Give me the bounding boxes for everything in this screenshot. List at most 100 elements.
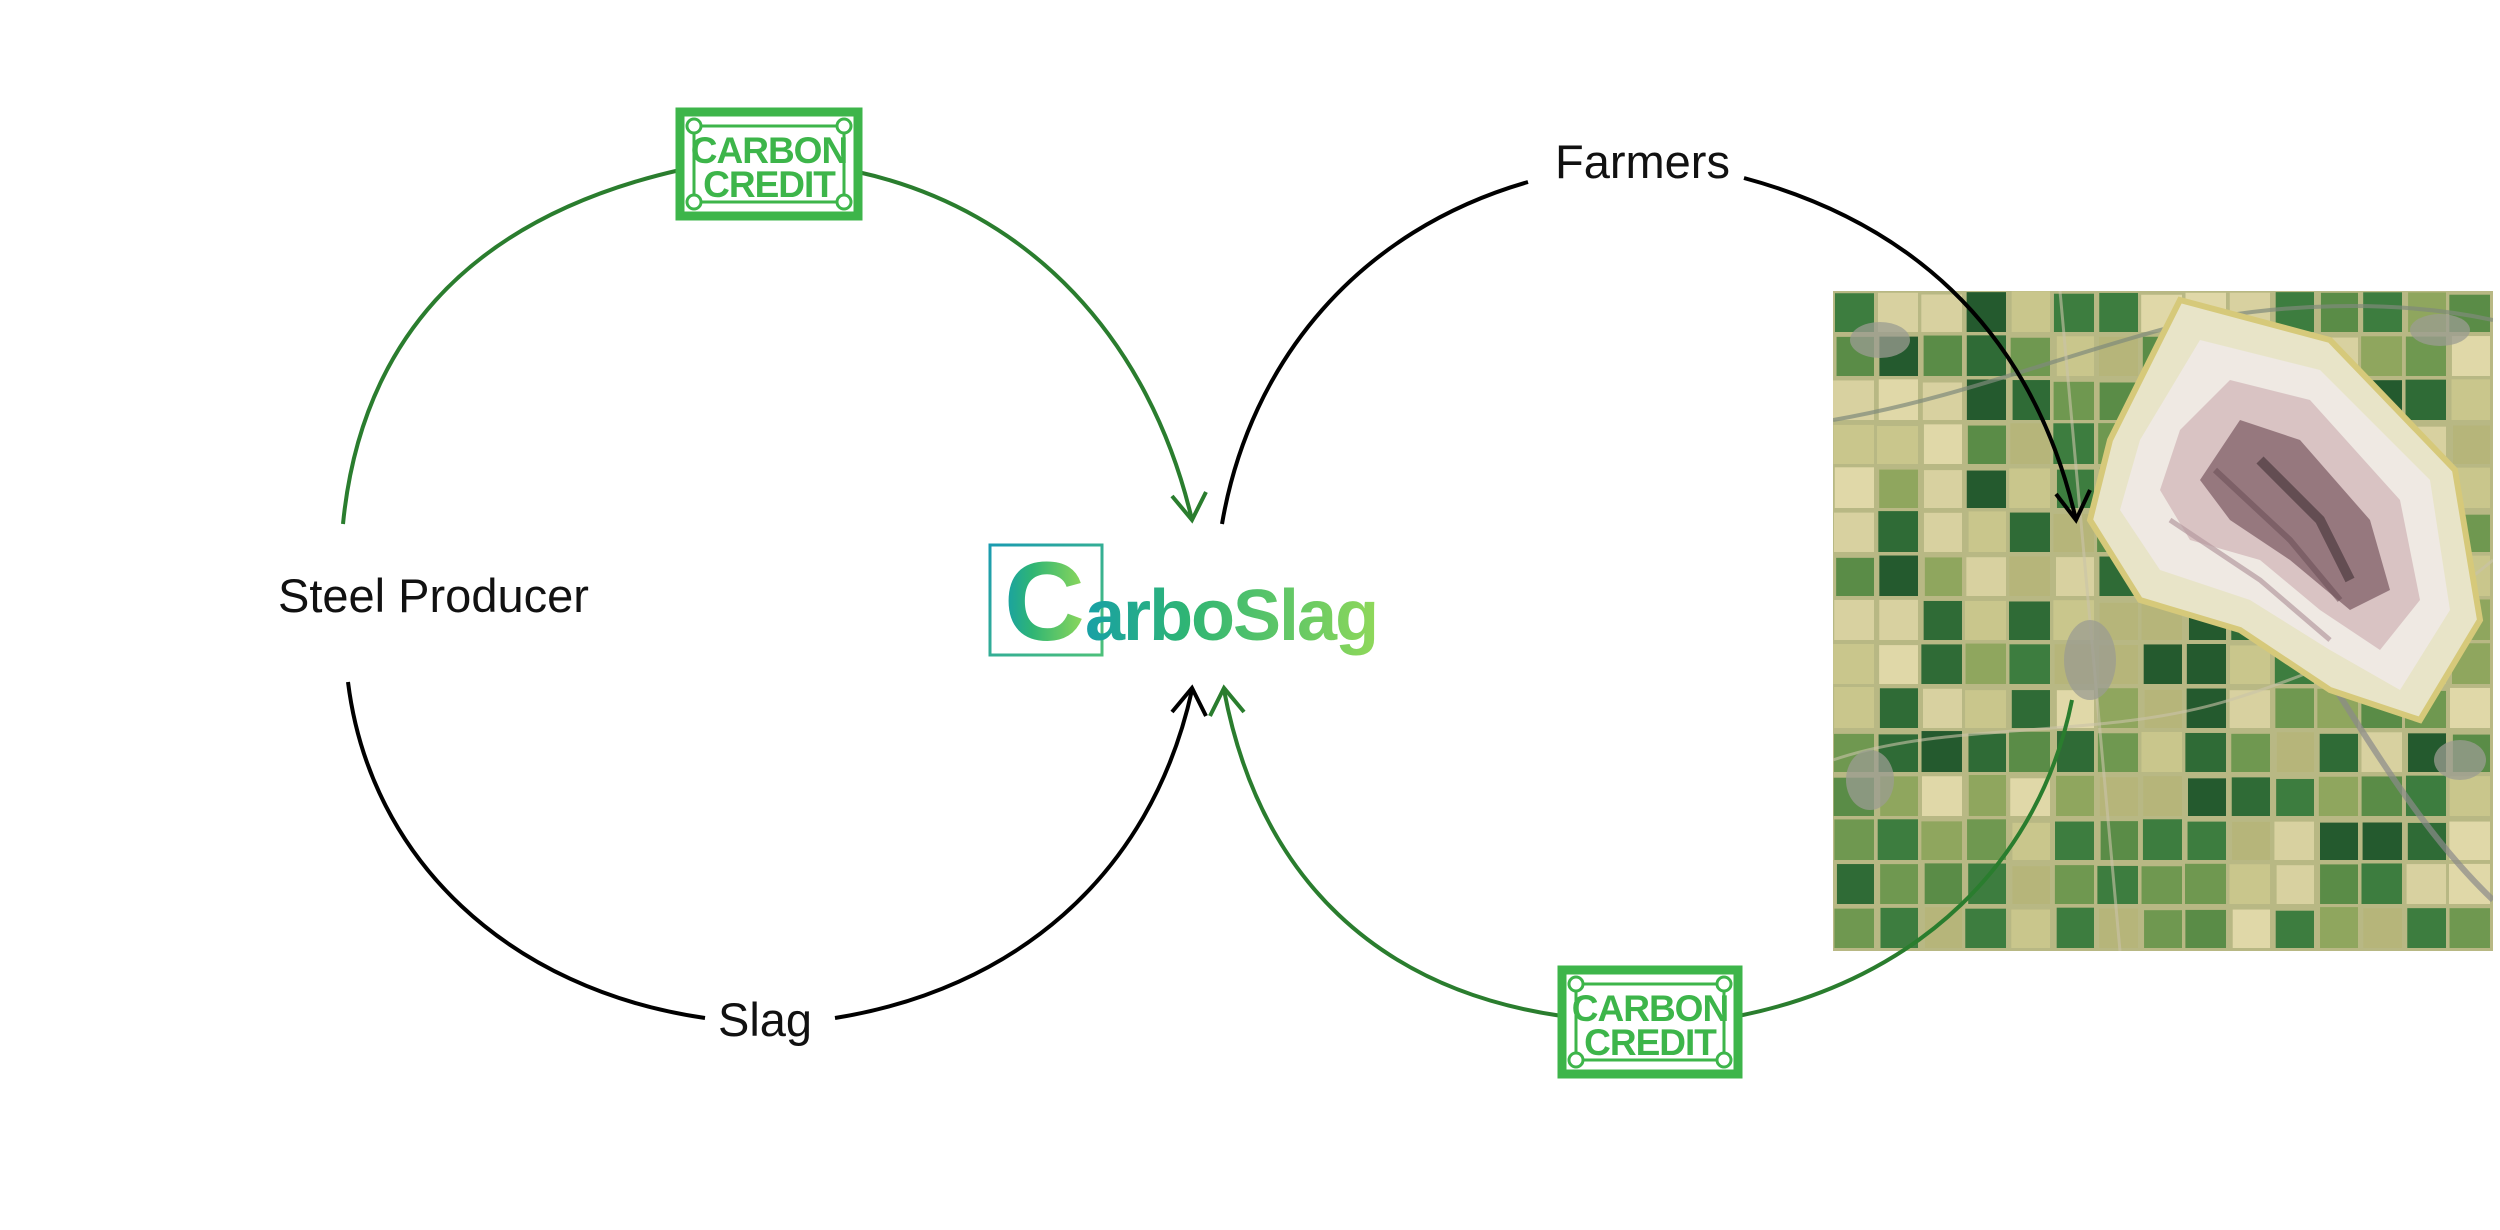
farmers-label: Farmers: [1555, 135, 1730, 188]
farm-field-patch: [1968, 426, 2006, 464]
farm-field-patch: [1834, 687, 1874, 728]
credit-flow-arc-bottom-right-2: [1224, 690, 1562, 1016]
farm-field-patch: [2453, 426, 2490, 464]
farm-field-patch: [2011, 910, 2050, 948]
farm-field-patch: [1968, 734, 2006, 772]
farm-field-patch: [2188, 822, 2226, 860]
credit-flow-arc-top-left-2: [858, 172, 1192, 520]
farm-field-patch: [2320, 734, 2358, 772]
farm-field-patch: [1924, 424, 1962, 464]
farm-field-patch: [2012, 690, 2050, 728]
product-flow-arc-top-right: [1222, 182, 1528, 524]
farm-field-patch: [1877, 426, 1918, 464]
carbon-credit-badge-bottom: CARBON CREDIT: [1562, 970, 1738, 1074]
farm-field-patch: [1833, 644, 1874, 684]
farm-field-patch: [2144, 644, 2182, 684]
farm-field-patch: [2449, 822, 2490, 860]
farm-field-patch: [1834, 600, 1874, 640]
farm-field-patch: [2010, 423, 2050, 464]
farm-field-patch: [2450, 688, 2490, 728]
farm-field-patch: [2449, 864, 2490, 904]
farm-field-patch: [2232, 822, 2270, 860]
farm-field-patch: [2010, 513, 2050, 552]
farm-field-patch: [2009, 468, 2050, 508]
farm-field-patch: [2361, 336, 2402, 376]
farm-field-patch: [2230, 645, 2270, 684]
farm-field-patch: [1966, 557, 2006, 596]
slag-flow-arc-bottom-left: [348, 682, 705, 1018]
farm-field-patch: [1837, 864, 1874, 904]
farm-field-patch: [1924, 601, 1962, 640]
farm-field-patch: [1921, 644, 1962, 684]
farm-field-patch: [1967, 471, 2006, 508]
farm-field-patch: [2097, 866, 2138, 904]
farm-field-patch: [1922, 776, 1962, 816]
farm-field-patch: [2319, 777, 2358, 816]
farm-field-patch: [1835, 467, 1874, 508]
farm-field-patch: [2321, 293, 2358, 332]
steel-producer-label: Steel Producer: [278, 569, 589, 622]
farm-field-patch: [1879, 600, 1918, 640]
farm-field-patch: [1925, 557, 1962, 596]
farm-field-patch: [2141, 732, 2182, 772]
farm-field-patch: [2101, 821, 2138, 860]
farm-field-patch: [1924, 513, 1962, 552]
farm-field-patch: [1967, 335, 2006, 376]
farm-field-patch: [2407, 864, 2446, 904]
farm-field-patch: [1878, 819, 1918, 860]
farm-field-patch: [1923, 689, 1962, 728]
farm-field-patch: [2363, 822, 2402, 860]
farm-field-patch: [2230, 690, 2270, 728]
logo-wordmark: arboSlag: [1085, 576, 1377, 656]
farm-field-patch: [1965, 690, 2006, 728]
logo-initial: C: [1004, 539, 1085, 664]
farm-field-patch: [1921, 295, 1962, 332]
farm-field-patch: [1921, 821, 1962, 860]
farm-field-patch: [1834, 909, 1874, 948]
farm-field-patch: [1968, 864, 2006, 904]
credit-badge-bottom-line2: CREDIT: [1584, 1022, 1717, 1063]
credit-flow-arc-top-left: [343, 170, 680, 524]
farm-field-patch: [2406, 380, 2446, 420]
farm-field-patch: [2057, 908, 2094, 948]
farm-field-patch: [1925, 863, 1962, 904]
farm-field-patch: [1879, 470, 1918, 508]
farm-field-patch: [1879, 645, 1918, 684]
farm-field-patch: [2276, 911, 2314, 948]
farm-field-patch: [2099, 293, 2138, 332]
farm-field-patch: [2054, 382, 2094, 420]
farm-field-patch: [1833, 425, 1874, 464]
farm-field-patch: [2274, 822, 2314, 860]
farm-field-patch: [2143, 776, 2182, 816]
farm-field-patch: [2145, 690, 2182, 728]
farm-field-patch: [2144, 910, 2182, 948]
farm-field-patch: [2185, 733, 2226, 772]
farm-field-patch: [2009, 557, 2050, 596]
farm-field-patch: [2012, 291, 2050, 332]
farm-field-patch: [1965, 909, 2006, 948]
farm-field-patch: [2232, 777, 2270, 816]
farm-field-patch: [1924, 336, 1962, 376]
farm-field-patch: [2233, 910, 2270, 948]
farm-field-patch: [1836, 558, 1874, 596]
farm-field-patch: [2185, 864, 2226, 904]
farm-field-patch: [1880, 688, 1918, 728]
farm-field-patch: [2275, 688, 2314, 728]
farm-field-patch: [2143, 819, 2182, 860]
farm-field-patch: [2320, 864, 2358, 904]
farm-field-patch: [2055, 822, 2094, 860]
farm-field-patch: [2277, 865, 2314, 904]
farm-field-patch: [2009, 601, 2050, 640]
farm-field-patch: [2231, 734, 2270, 772]
carbon-credit-badge-top: CARBON CREDIT: [680, 112, 858, 216]
farm-field-patch: [1923, 382, 1962, 420]
farm-field-patch: [2451, 379, 2490, 420]
farm-field-patch: [1834, 513, 1874, 552]
farm-field-patch: [2320, 907, 2358, 948]
slag-flow-arc-bottom-left-2: [835, 690, 1192, 1018]
farm-field-patch: [1879, 379, 1918, 420]
slag-label: Slag: [718, 993, 812, 1046]
farm-field-patch: [2187, 644, 2226, 684]
farm-field-patch: [2056, 776, 2094, 816]
